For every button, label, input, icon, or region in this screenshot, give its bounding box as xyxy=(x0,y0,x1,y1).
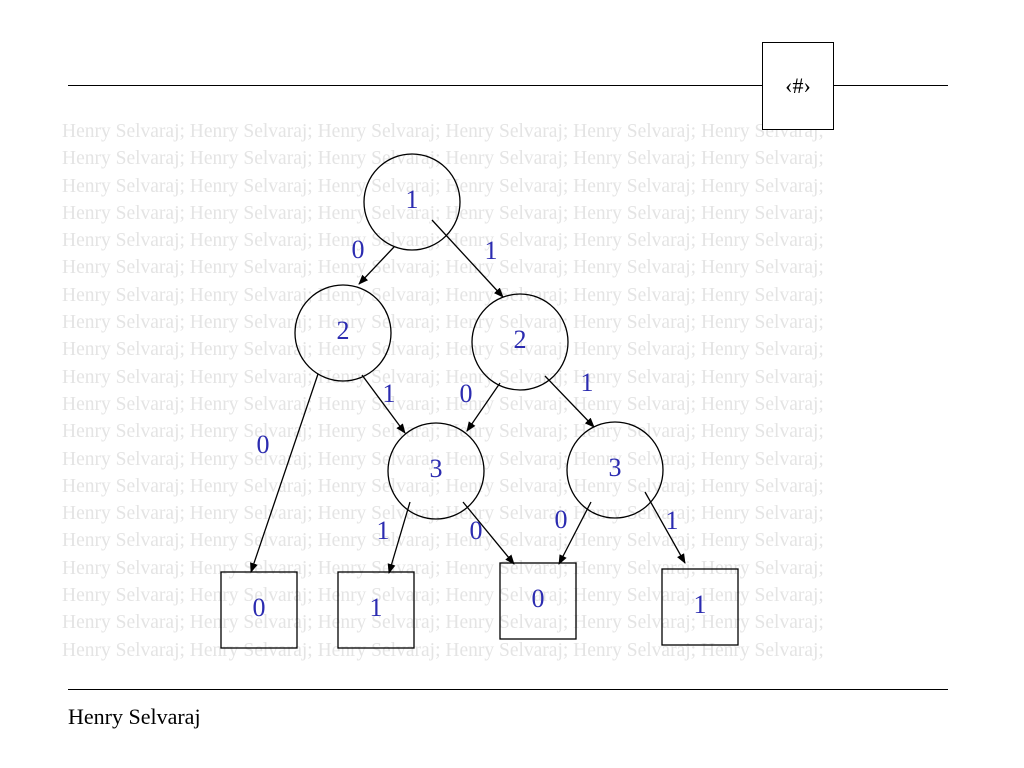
watermark-row: Henry Selvaraj; Henry Selvaraj; Henry Se… xyxy=(62,393,824,415)
watermark-row: Henry Selvaraj; Henry Selvaraj; Henry Se… xyxy=(62,230,824,252)
watermark-row: Henry Selvaraj; Henry Selvaraj; Henry Se… xyxy=(62,202,824,224)
decision-node-n2b: 2 xyxy=(471,293,569,391)
node-label: 3 xyxy=(609,453,622,482)
watermark-row: Henry Selvaraj; Henry Selvaraj; Henry Se… xyxy=(62,148,824,170)
node-label: 0 xyxy=(253,593,266,622)
edge-label: 1 xyxy=(377,516,390,545)
watermark-row: Henry Selvaraj; Henry Selvaraj; Henry Se… xyxy=(62,585,824,607)
node-label: 2 xyxy=(337,316,350,345)
node-label: 1 xyxy=(694,590,707,619)
terminal-node-t1a: 1 xyxy=(337,571,415,649)
node-label: 1 xyxy=(406,185,419,214)
watermark-row: Henry Selvaraj; Henry Selvaraj; Henry Se… xyxy=(62,366,824,388)
watermark-row: Henry Selvaraj; Henry Selvaraj; Henry Se… xyxy=(62,339,824,361)
node-box xyxy=(499,562,577,640)
node-box xyxy=(661,568,739,646)
terminal-node-t1b: 1 xyxy=(661,568,739,646)
node-label: 3 xyxy=(430,454,443,483)
watermark: Henry Selvaraj; Henry Selvaraj; Henry Se… xyxy=(62,118,962,666)
watermark-row: Henry Selvaraj; Henry Selvaraj; Henry Se… xyxy=(62,530,824,552)
watermark-row: Henry Selvaraj; Henry Selvaraj; Henry Se… xyxy=(62,448,824,470)
node-box xyxy=(337,571,415,649)
edge-n2b-to-n3a xyxy=(466,382,501,432)
node-circle xyxy=(363,153,461,251)
edge-n2a-to-n3a xyxy=(361,374,406,434)
page-number-box: ‹#› xyxy=(762,42,834,130)
decision-node-n3b: 3 xyxy=(566,421,664,519)
edge-label: 0 xyxy=(257,430,270,459)
edges: 0 1 0 1 0 1 1 0 0 1 xyxy=(250,219,686,574)
edge-n2a-to-t0a xyxy=(250,373,319,573)
watermark-row: Henry Selvaraj; Henry Selvaraj; Henry Se… xyxy=(62,421,824,443)
watermark-row: Henry Selvaraj; Henry Selvaraj; Henry Se… xyxy=(62,612,824,634)
edge-n1-to-n2b xyxy=(431,219,504,298)
watermark-row: Henry Selvaraj; Henry Selvaraj; Henry Se… xyxy=(62,175,824,197)
node-label: 1 xyxy=(370,593,383,622)
watermark-row: Henry Selvaraj; Henry Selvaraj; Henry Se… xyxy=(62,121,824,142)
edge-label: 0 xyxy=(352,235,365,264)
node-box xyxy=(220,571,298,649)
top-rule xyxy=(68,85,948,86)
node-label: 2 xyxy=(514,325,527,354)
edge-n2b-to-n3b xyxy=(544,375,595,428)
page-number: ‹#› xyxy=(785,73,811,98)
edge-n3b-to-t1b xyxy=(644,491,686,564)
decision-node-n1: 1 xyxy=(363,153,461,251)
watermark-row: Henry Selvaraj; Henry Selvaraj; Henry Se… xyxy=(62,639,824,661)
edge-label: 0 xyxy=(460,379,473,408)
watermark-row: Henry Selvaraj; Henry Selvaraj; Henry Se… xyxy=(62,475,824,497)
edge-label: 0 xyxy=(470,516,483,545)
decision-node-n3a: 3 xyxy=(387,422,485,520)
edge-label: 0 xyxy=(555,505,568,534)
edge-n1-to-n2a xyxy=(358,246,395,285)
edge-label: 1 xyxy=(383,379,396,408)
node-circle xyxy=(294,284,392,382)
node-circle xyxy=(471,293,569,391)
watermark-row: Henry Selvaraj; Henry Selvaraj; Henry Se… xyxy=(62,503,824,525)
node-label: 0 xyxy=(532,584,545,613)
edge-label: 1 xyxy=(485,236,498,265)
node-circle xyxy=(566,421,664,519)
edge-label: 1 xyxy=(666,506,679,535)
edge-n3b-to-t0b xyxy=(558,501,592,565)
footer-author: Henry Selvaraj xyxy=(68,704,201,729)
decision-node-n2a: 2 xyxy=(294,284,392,382)
node-circle xyxy=(387,422,485,520)
terminal-node-t0a: 0 xyxy=(220,571,298,649)
watermark-row: Henry Selvaraj; Henry Selvaraj; Henry Se… xyxy=(62,284,824,306)
watermark-row: Henry Selvaraj; Henry Selvaraj; Henry Se… xyxy=(62,312,824,334)
watermark-row: Henry Selvaraj; Henry Selvaraj; Henry Se… xyxy=(62,257,824,279)
edge-n3a-to-t0b xyxy=(462,501,515,565)
edge-label: 1 xyxy=(581,368,594,397)
terminal-node-t0b: 0 xyxy=(499,562,577,640)
nodes: 1 2 2 3 3 0 1 0 1 xyxy=(220,153,739,649)
edge-n3a-to-t1a xyxy=(387,501,411,574)
bottom-rule xyxy=(68,689,948,690)
